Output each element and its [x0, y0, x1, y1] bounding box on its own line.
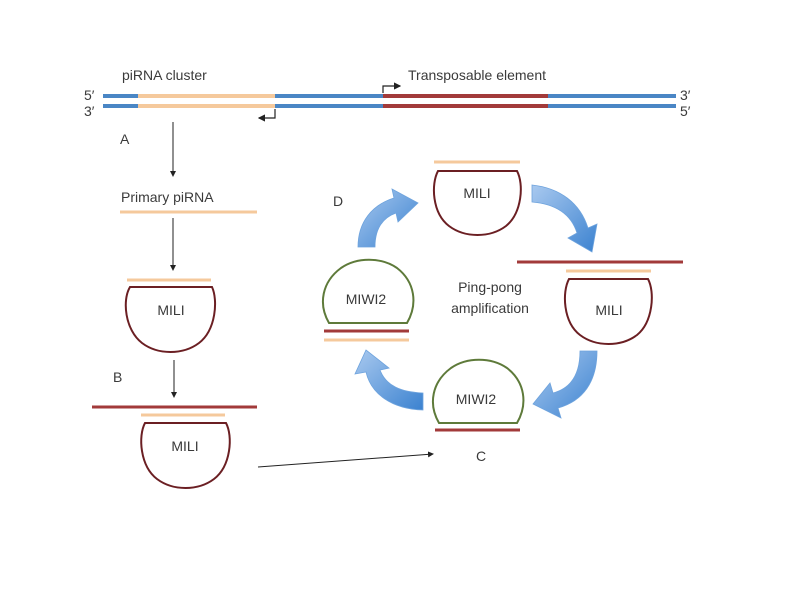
mili-cycle-top-complex: MILI	[432, 160, 522, 236]
ping-pong-label-line2: amplification	[451, 300, 529, 316]
mili-target-complex: MILI	[92, 405, 257, 489]
mili-cycle-right-label: MILI	[595, 302, 622, 318]
bottom-strand-5prime-label: 5′	[680, 103, 691, 119]
cluster-promoter-arrow-icon	[257, 109, 276, 122]
mili-loaded-label: MILI	[157, 302, 184, 318]
bottom-strand-3prime-label: 3′	[84, 103, 95, 119]
miwi2-cycle-bottom-label: MIWI2	[456, 391, 497, 407]
top-strand-3prime-label: 3′	[680, 87, 691, 103]
mili-target-protein	[140, 422, 231, 489]
genome-dsdna: 5′ 3′ 3′ 5′ piRNA cluster Transposable e…	[84, 67, 691, 122]
primary-pirna-label: Primary piRNA	[121, 189, 214, 205]
mili-cycle-top-label: MILI	[463, 185, 490, 201]
cycle-arrow-bottom-to-left-icon	[354, 349, 424, 411]
top-strand-5prime-label: 5′	[84, 87, 95, 103]
transposon-promoter-arrow-icon	[382, 82, 402, 93]
pirna-cluster-label: piRNA cluster	[122, 67, 207, 83]
cycle-arrow-top-to-right-icon	[531, 184, 598, 253]
step-a-label: A	[120, 131, 130, 147]
ping-pong-label-line1: Ping-pong	[458, 279, 522, 295]
miwi2-cycle-left-complex: MIWI2	[322, 258, 415, 342]
transposable-element-label: Transposable element	[408, 67, 546, 83]
mili-loaded-complex: MILI	[124, 278, 217, 353]
mili-cycle-top-protein	[432, 170, 522, 236]
mili-loaded-protein	[124, 286, 217, 353]
cycle-arrow-right-to-bottom-icon	[532, 350, 598, 419]
miwi2-cycle-left-protein	[322, 258, 415, 324]
miwi2-cycle-left-label: MIWI2	[346, 291, 387, 307]
mili-cycle-right-protein	[563, 278, 653, 345]
mili-cycle-right-complex: MILI	[517, 260, 683, 345]
step-b-label: B	[113, 369, 122, 385]
miwi2-cycle-bottom-complex: MIWI2	[432, 358, 525, 432]
cycle-arrow-left-to-top-icon	[357, 188, 419, 248]
arrow-to-cycle	[257, 451, 434, 468]
step-d-label: D	[333, 193, 343, 209]
mili-target-label: MILI	[171, 438, 198, 454]
step-c-label: C	[476, 448, 486, 464]
miwi2-cycle-bottom-protein	[432, 358, 525, 424]
